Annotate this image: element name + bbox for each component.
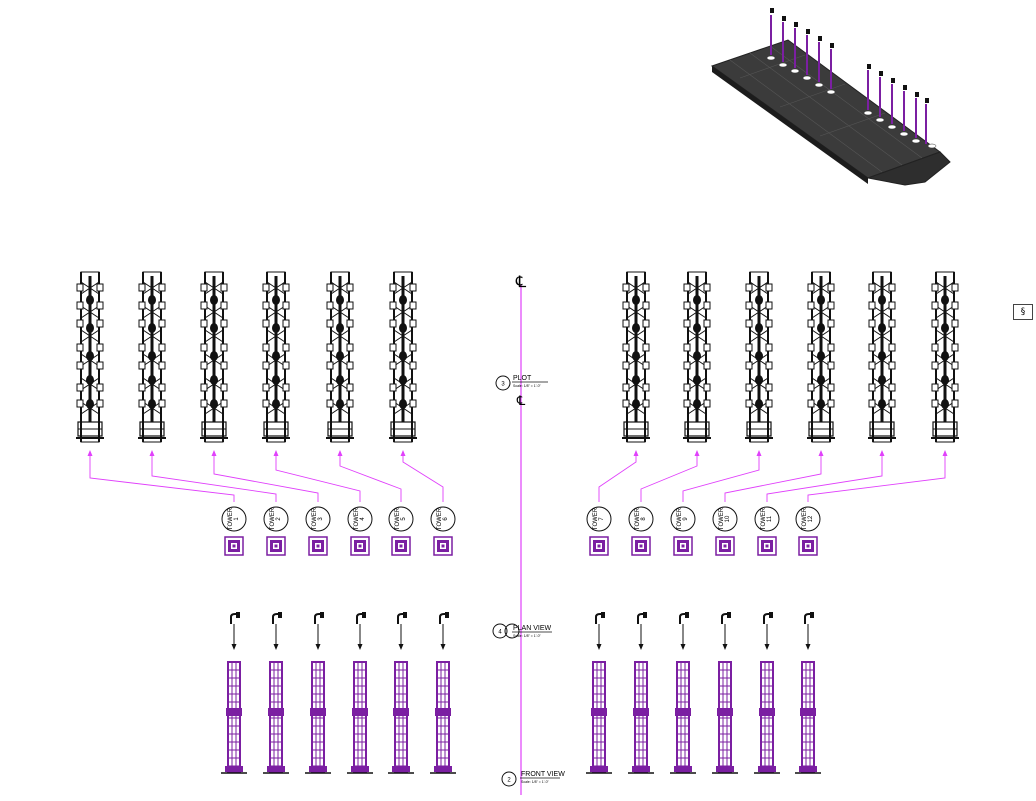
base-plate <box>715 536 735 556</box>
plot-towers-left <box>74 270 419 444</box>
base-plate <box>308 536 328 556</box>
tower-tag-prefix: TOWER <box>719 507 725 530</box>
lighting-fixture <box>314 611 325 651</box>
tower-icon: § <box>1013 304 1033 320</box>
front-tower <box>387 661 415 774</box>
front-tower <box>346 661 374 774</box>
base-plate <box>266 536 286 556</box>
tower-tag-prefix: TOWER <box>312 507 318 530</box>
front-tower <box>669 661 697 774</box>
lighting-fixture <box>272 611 283 651</box>
plot-tower <box>387 270 419 444</box>
tower-tag-labels: TOWER 1 TOWER 2 TOWER 3 TOWER 4 TOWER 5 … <box>228 507 814 530</box>
base-plate <box>631 536 651 556</box>
plot-tower <box>136 270 168 444</box>
front-tower <box>585 661 613 774</box>
tower-tag-number: 10 <box>725 515 731 522</box>
tower-tag-prefix: TOWER <box>228 507 234 530</box>
front-tower <box>753 661 781 774</box>
view-title-front: 2 FRONT VIEW Scale: 1/8" = 1'-0" <box>501 771 565 787</box>
base-plate <box>798 536 818 556</box>
tower-tag-prefix: TOWER <box>761 507 767 530</box>
leader-arrowheads <box>87 450 948 456</box>
centerline-symbol-mid: ℄ <box>516 393 526 408</box>
tower-tag-number: 12 <box>808 515 814 522</box>
front-tower <box>711 661 739 774</box>
view-title: PLOT <box>513 375 532 382</box>
lighting-fixture <box>356 611 367 651</box>
view-scale: Scale: 1/8" = 1'-0" <box>513 634 542 638</box>
view-scale: Scale: 1/8" = 1'-0" <box>513 384 542 388</box>
lighting-fixture <box>679 611 690 651</box>
lighting-fixture <box>230 611 241 651</box>
view-title-plot: 3 PLOT Scale: 1/8" = 1'-0" <box>495 375 548 391</box>
tower-tags <box>221 506 821 532</box>
tower-tag-prefix: TOWER <box>395 507 401 530</box>
tower-tag-prefix: TOWER <box>677 507 683 530</box>
plot-tower <box>929 270 961 444</box>
view-title-plan: 4 PLAN VIEW Scale: 1/8" = 1'-0" <box>492 623 552 639</box>
lighting-fixture <box>439 611 450 651</box>
front-tower <box>429 661 457 774</box>
plot-towers-right <box>620 270 961 444</box>
plot-tower <box>866 270 898 444</box>
base-plate <box>589 536 609 556</box>
tower-tag-number: 8 <box>641 517 647 521</box>
front-tower <box>794 661 822 774</box>
plot-tower <box>74 270 106 444</box>
tower-tag-prefix: TOWER <box>270 507 276 530</box>
base-plate <box>350 536 370 556</box>
base-plate <box>391 536 411 556</box>
tower-tag-number: 4 <box>360 517 366 521</box>
view-title: PLAN VIEW <box>513 625 552 632</box>
front-tower <box>220 661 248 774</box>
plot-tower <box>805 270 837 444</box>
plot-tower <box>324 270 356 444</box>
view-number: 3 <box>501 382 505 388</box>
view-number: 4 <box>498 630 502 636</box>
leader-lines <box>89 454 946 502</box>
view-title: FRONT VIEW <box>521 771 565 778</box>
tower-tag-number: 9 <box>683 517 689 521</box>
view-scale: Scale: 1/8" = 1'-0" <box>521 780 550 784</box>
lighting-fixture <box>637 611 648 651</box>
view-number: 2 <box>507 778 511 784</box>
tower-tag-prefix: TOWER <box>802 507 808 530</box>
front-tower <box>304 661 332 774</box>
tower-tag-number: 7 <box>599 517 605 521</box>
tower-tag-prefix: TOWER <box>437 507 443 530</box>
lighting-fixture <box>595 611 606 651</box>
plot-tower <box>620 270 652 444</box>
tower-tag-number: 3 <box>318 517 324 521</box>
tower-tag-prefix: TOWER <box>593 507 599 530</box>
stage-perspective-render <box>710 8 951 186</box>
tower-tag-number: 5 <box>401 517 407 521</box>
centerline-symbol-top: ℄ <box>515 274 527 291</box>
front-tower <box>262 661 290 774</box>
base-plate <box>433 536 453 556</box>
tower-tag-prefix: TOWER <box>354 507 360 530</box>
lighting-fixture <box>721 611 732 651</box>
plot-tower <box>198 270 230 444</box>
plot-tower <box>260 270 292 444</box>
tower-tag-number: 6 <box>443 517 449 521</box>
plot-tower <box>681 270 713 444</box>
tower-tag-number: 2 <box>276 517 282 521</box>
front-tower <box>627 661 655 774</box>
base-plate <box>757 536 777 556</box>
lighting-fixture <box>804 611 815 651</box>
tower-tag-number: 1 <box>234 517 240 521</box>
lighting-fixture <box>763 611 774 651</box>
base-plate <box>224 536 244 556</box>
base-plate <box>673 536 693 556</box>
tower-tag-number: 11 <box>767 515 773 522</box>
plot-tower <box>743 270 775 444</box>
tower-tag-prefix: TOWER <box>635 507 641 530</box>
lighting-fixture <box>397 611 408 651</box>
